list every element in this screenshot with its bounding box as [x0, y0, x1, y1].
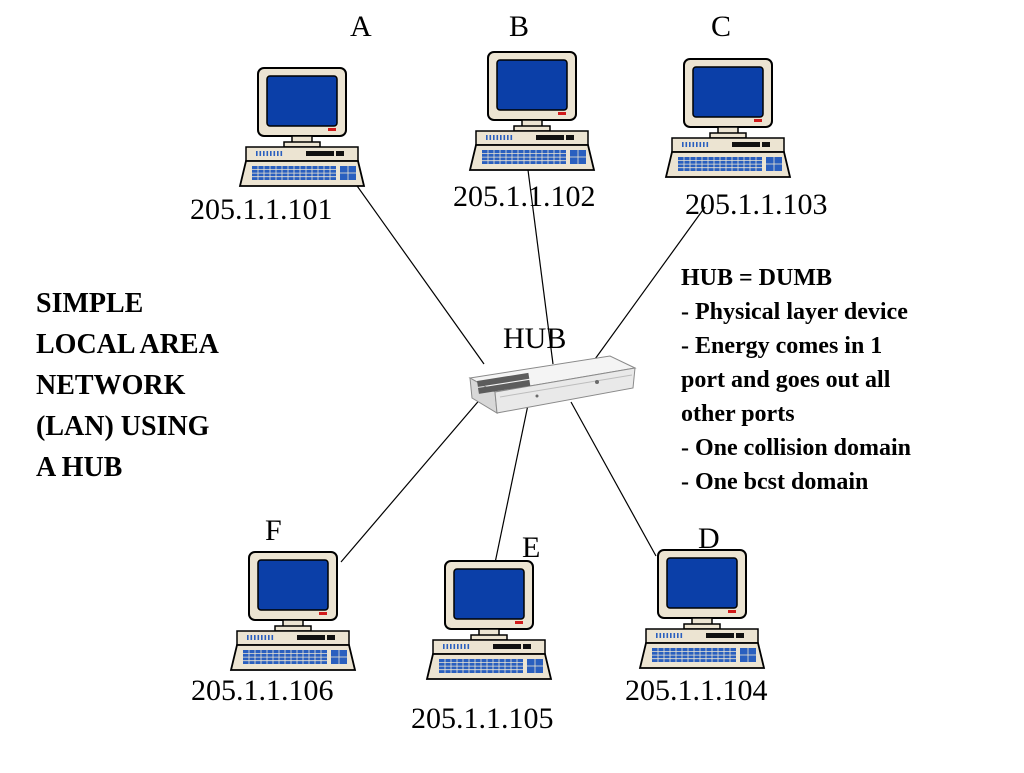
computer-label-b: B: [509, 10, 530, 43]
title-line: A HUB: [36, 452, 123, 483]
link-a-hub: [354, 182, 485, 365]
link-b-hub: [527, 169, 554, 365]
ip-address-f: 205.1.1.106: [191, 674, 334, 707]
note-line: other ports: [681, 401, 795, 427]
note-line: - One bcst domain: [681, 469, 869, 495]
computer-d-icon: [638, 549, 766, 669]
title-line: SIMPLE: [36, 288, 144, 319]
computer-label-a: A: [350, 10, 372, 43]
note-line: HUB = DUMB: [681, 265, 833, 291]
computer-label-c: C: [711, 10, 732, 43]
ip-address-e: 205.1.1.105: [411, 702, 554, 735]
ip-address-c: 205.1.1.103: [685, 188, 828, 221]
computer-label-f: F: [265, 514, 282, 547]
note-line: - Physical layer device: [681, 299, 908, 325]
hub-label: HUB: [503, 322, 567, 355]
title-line: LOCAL AREA: [36, 329, 219, 360]
computer-label-e: E: [522, 531, 541, 564]
diagram-title: SIMPLE LOCAL AREA NETWORK (LAN) USING A …: [36, 283, 219, 488]
computer-a-icon: [238, 67, 366, 187]
ip-address-b: 205.1.1.102: [453, 180, 596, 213]
ip-address-a: 205.1.1.101: [190, 193, 333, 226]
title-line: NETWORK: [36, 370, 186, 401]
computer-c-icon: [664, 58, 792, 178]
note-line: - One collision domain: [681, 435, 912, 461]
hub-notes: HUB = DUMB - Physical layer device - Ene…: [681, 261, 911, 499]
computer-b-icon: [468, 51, 596, 171]
note-line: - Energy comes in 1: [681, 333, 883, 359]
computer-label-d: D: [698, 522, 720, 555]
link-d-hub: [570, 401, 657, 557]
link-c-hub: [589, 206, 706, 367]
computers-group: [229, 51, 792, 680]
note-line: port and goes out all: [681, 367, 891, 393]
hub-device-icon: [468, 355, 637, 414]
ip-address-d: 205.1.1.104: [625, 674, 768, 707]
link-f-hub: [340, 389, 489, 563]
connection-lines: [340, 169, 706, 564]
link-e-hub: [494, 399, 530, 564]
computer-e-icon: [425, 560, 553, 680]
computer-f-icon: [229, 551, 357, 671]
title-line: (LAN) USING: [36, 411, 210, 442]
